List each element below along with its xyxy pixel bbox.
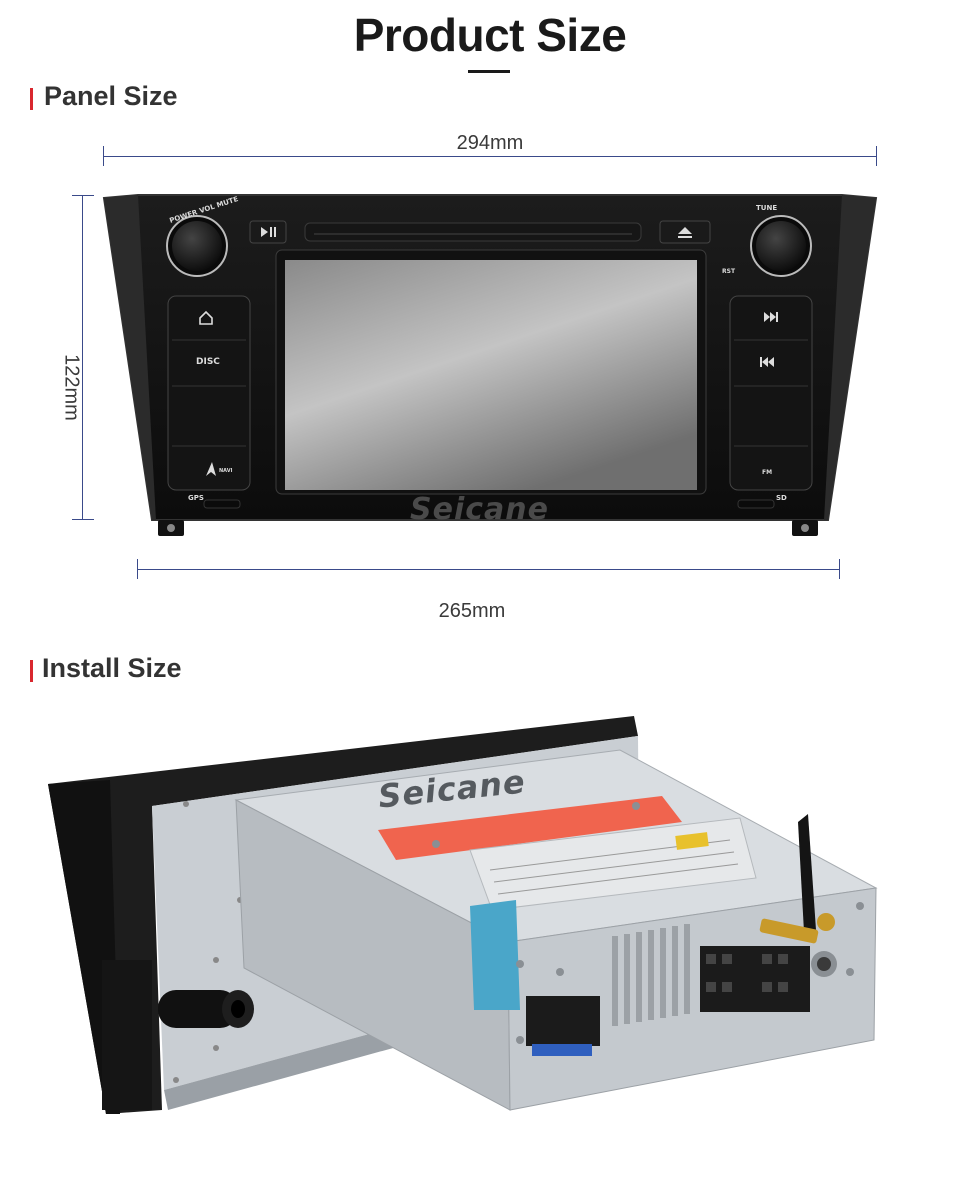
panel-width-bottom-label: 265mm xyxy=(438,600,506,622)
panel-width-top-label: 294mm xyxy=(456,132,524,154)
sd-label: SD xyxy=(776,494,787,502)
panel-size-heading: Panel Size xyxy=(44,81,178,111)
dim-tick xyxy=(72,195,94,196)
dim-tick xyxy=(839,559,840,579)
title-underline xyxy=(468,70,510,73)
panel-width-top-line xyxy=(104,156,876,157)
tune-label: TUNE xyxy=(756,204,778,212)
install-size-heading: Install Size xyxy=(42,653,182,683)
dim-tick xyxy=(876,146,877,166)
device-front-panel xyxy=(102,194,878,536)
page-title: Product Size xyxy=(353,9,627,61)
panel-width-bottom-line xyxy=(138,569,839,570)
brand-watermark-front: Seicane xyxy=(410,492,549,527)
dim-tick xyxy=(137,559,138,579)
dim-tick xyxy=(103,146,104,166)
disc-label: DISC xyxy=(196,357,220,367)
navi-label: NAVI xyxy=(219,468,233,474)
fm-label: FM xyxy=(762,469,773,476)
section-accent-bar xyxy=(30,660,33,682)
device-rear-view xyxy=(48,716,878,1114)
gps-label: GPS xyxy=(188,494,204,502)
section-accent-bar xyxy=(30,88,33,110)
rst-label: RST xyxy=(722,268,736,275)
panel-height-line xyxy=(82,196,83,520)
panel-height-label: 122mm xyxy=(60,354,83,421)
dim-tick xyxy=(72,519,94,520)
